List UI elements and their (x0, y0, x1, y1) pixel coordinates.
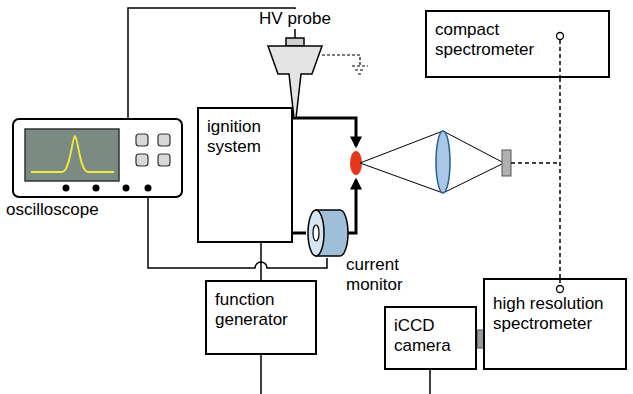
upper-electrode (293, 118, 356, 146)
optical-fiber (559, 78, 561, 278)
scope-button (158, 154, 170, 166)
node-label: function generator (215, 290, 307, 331)
fiber-end (502, 150, 511, 176)
ground-symbol (322, 55, 368, 74)
signal-cable (293, 232, 306, 235)
ignition-box: ignition system (197, 107, 293, 243)
probe-cap (286, 38, 304, 46)
light-cone (360, 131, 504, 193)
ring-face (308, 210, 324, 256)
ring-hole (313, 225, 319, 241)
scope-jack (145, 185, 152, 192)
scope-screen (25, 129, 119, 181)
lens (436, 131, 450, 193)
node-label: current monitor (346, 255, 422, 296)
node-label: HV probe (256, 9, 334, 29)
node-label: iCCD camera (394, 316, 467, 357)
cyl-shape (306, 208, 348, 258)
scope-jack (123, 185, 130, 192)
node-label: compact spectrometer (435, 20, 543, 61)
oscilloscope-box: oscilloscope (12, 118, 183, 198)
scope-button (158, 134, 170, 146)
signal-cable (260, 243, 262, 280)
spectrometer-box: high resolution spectrometer (483, 278, 627, 370)
scope-shape (14, 120, 185, 200)
signal-trace (31, 136, 114, 172)
current-monitor: current monitor (306, 208, 348, 258)
generator-box: function generator (205, 280, 317, 355)
camera-box: iCCD camera (384, 306, 477, 370)
node-label: oscilloscope (6, 200, 99, 220)
lower-electrode (348, 180, 356, 233)
optical-fiber (511, 162, 560, 164)
probe-node: HV probe (268, 38, 322, 110)
scope-button (136, 154, 148, 166)
probe-shape (268, 38, 322, 110)
node-label: ignition system (207, 117, 283, 158)
scope-jack (63, 185, 70, 192)
node-label: high resolution spectrometer (493, 294, 617, 335)
scope-jack (93, 185, 100, 192)
scope-button (136, 134, 148, 146)
spectrometer-box: compact spectrometer (425, 10, 610, 78)
